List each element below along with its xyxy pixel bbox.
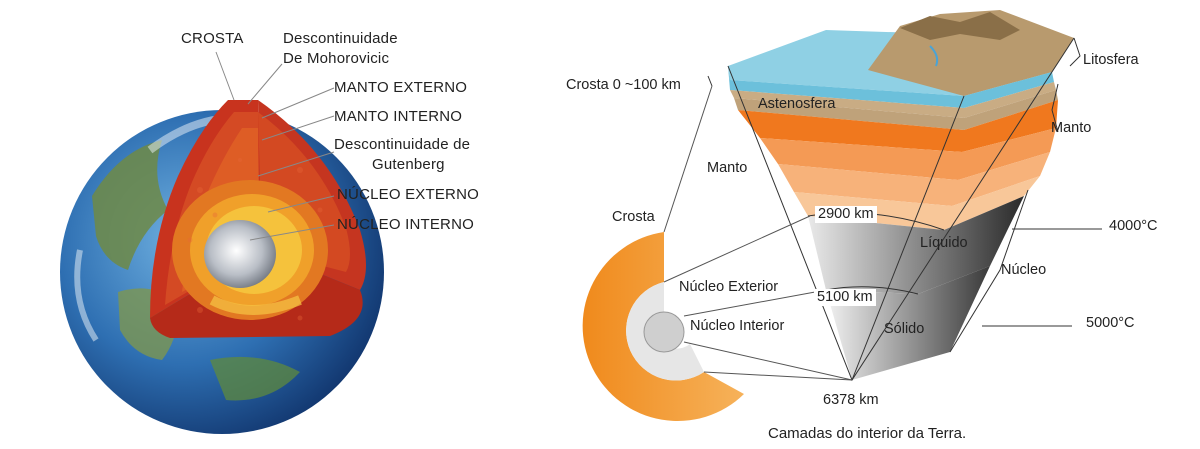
label-manto-bracket: Manto <box>1051 120 1092 136</box>
label-temp-5000: 5000°C <box>1086 315 1135 331</box>
label-manto-interno: MANTO INTERNO <box>334 108 463 125</box>
label-liquido: Líquido <box>920 235 968 251</box>
layered-block <box>727 10 1075 382</box>
label-nucleo: Núcleo <box>1001 262 1047 278</box>
label-gutenberg-line2: Gutenberg <box>372 156 445 173</box>
figure-caption: Camadas do interior da Terra. <box>768 425 967 442</box>
label-moho-line1: Descontinuidade <box>283 30 398 47</box>
label-nucleo-interior: Núcleo Interior <box>690 318 785 334</box>
label-astenosfera: Astenosfera <box>758 96 836 112</box>
label-temp-4000: 4000°C <box>1109 218 1158 234</box>
globe-cutaway <box>150 100 366 338</box>
projection-lines <box>663 85 853 381</box>
label-depth-6378: 6378 km <box>823 392 879 408</box>
label-gutenberg-line1: Descontinuidade de <box>334 136 471 153</box>
left-leader-lines <box>215 51 335 241</box>
right-brackets <box>707 37 1102 353</box>
label-litosfera: Litosfera <box>1083 52 1139 68</box>
cross-section-ring <box>582 232 744 422</box>
label-manto-externo: MANTO EXTERNO <box>334 79 468 96</box>
label-solido: Sólido <box>884 321 925 337</box>
label-crosta-left: CROSTA <box>181 30 244 47</box>
label-crosta-range: Crosta 0 ~100 km <box>566 77 681 93</box>
label-nucleo-exterior: Núcleo Exterior <box>679 279 779 295</box>
label-manto-block: Manto <box>707 160 748 176</box>
label-crosta-ring: Crosta <box>612 209 655 225</box>
label-nucleo-externo: NÚCLEO EXTERNO <box>337 186 479 203</box>
label-depth-2900: 2900 km <box>815 206 877 223</box>
label-nucleo-interno: NÚCLEO INTERNO <box>337 216 474 233</box>
label-moho-line2: De Mohorovicic <box>283 50 390 67</box>
label-depth-5100: 5100 km <box>814 289 876 306</box>
